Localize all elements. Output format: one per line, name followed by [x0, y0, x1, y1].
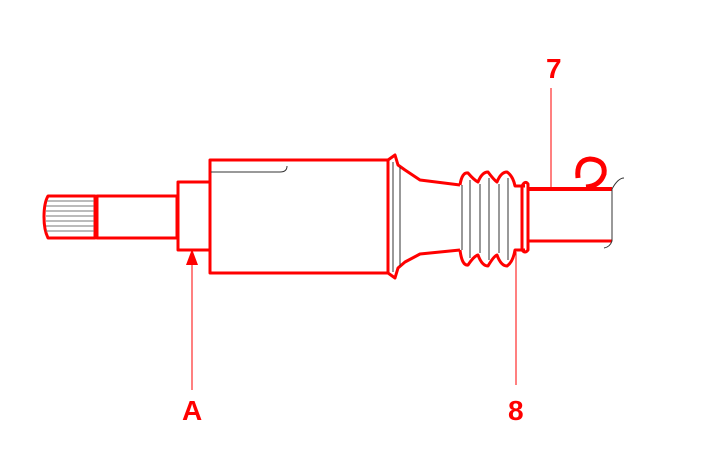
tube	[528, 177, 625, 249]
bellows-boot	[458, 170, 530, 268]
splined-end	[42, 194, 97, 240]
arrow-a-icon	[186, 249, 198, 265]
shaft	[95, 194, 179, 240]
label-a: A	[182, 395, 202, 426]
label-7: 7	[546, 53, 562, 84]
flange-cone	[386, 153, 461, 280]
label-8: 8	[508, 395, 524, 426]
main-cylinder	[208, 158, 390, 275]
collar	[176, 180, 210, 252]
clip-hook	[575, 156, 607, 190]
